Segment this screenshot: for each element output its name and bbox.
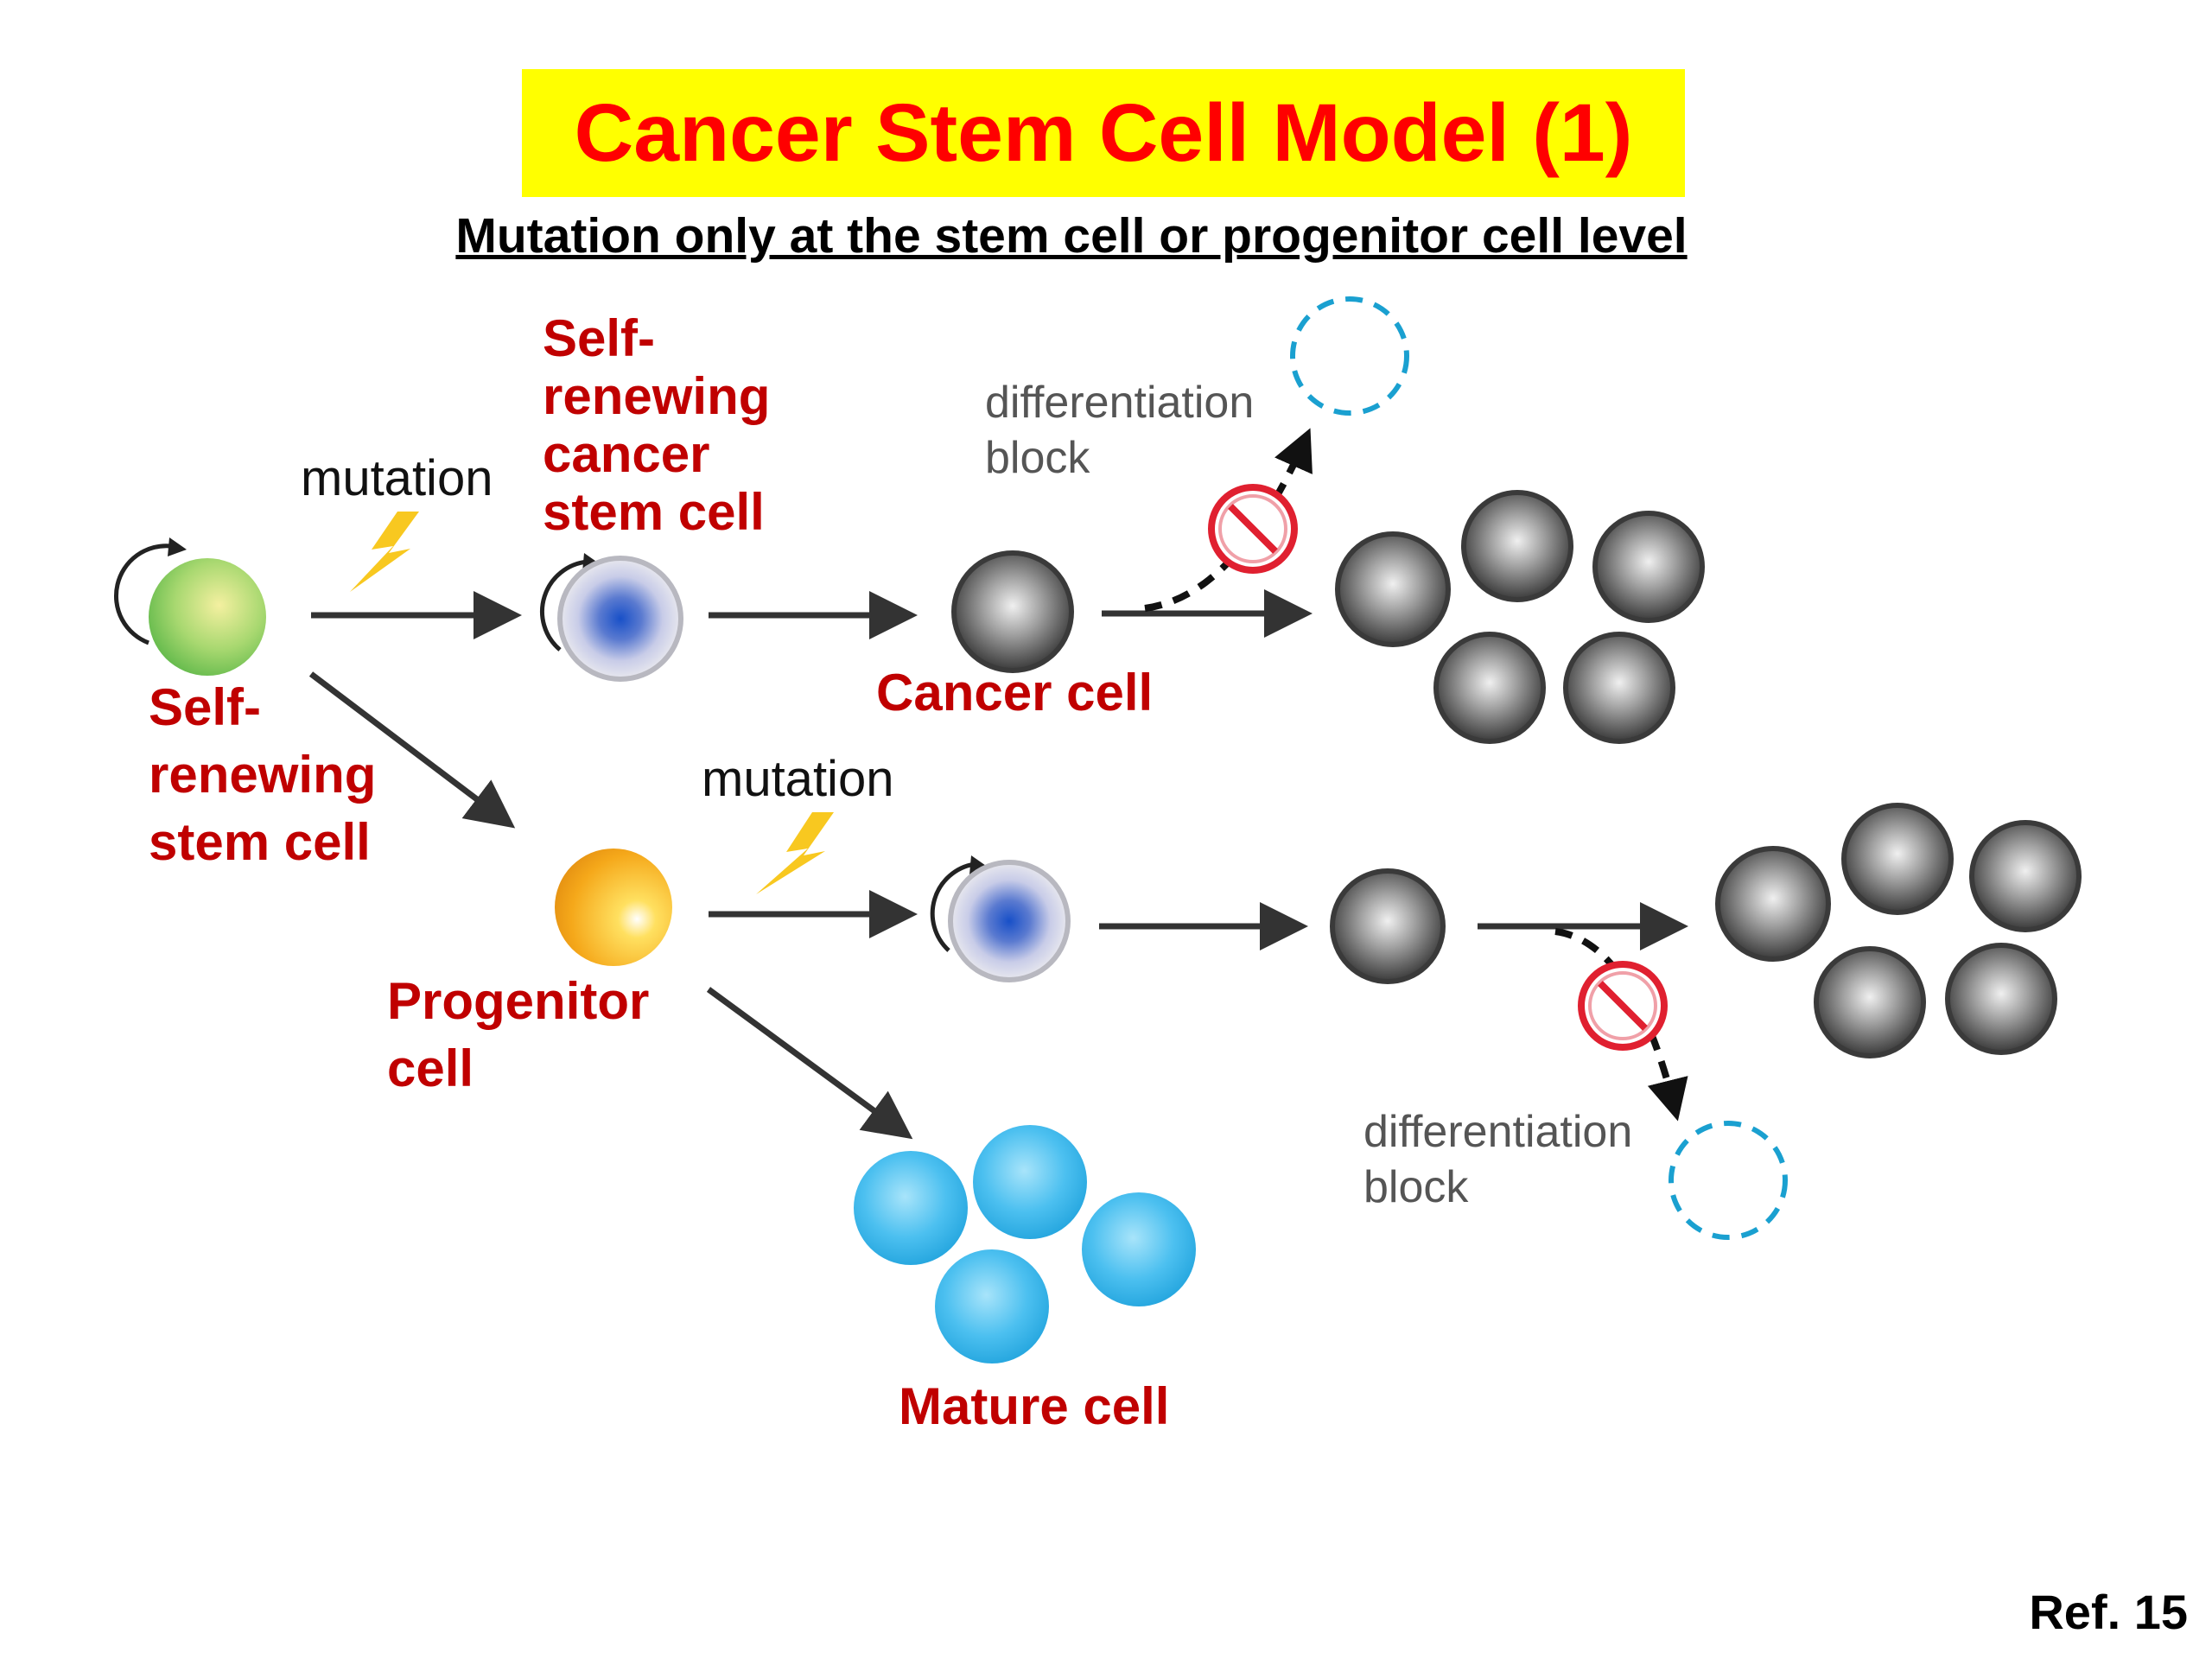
label-line: differentiation — [1363, 1107, 1633, 1157]
label-line: cell — [387, 1039, 474, 1097]
label-line: renewing — [543, 367, 771, 425]
label-mutation-top: mutation — [301, 450, 493, 506]
cancer-cell — [951, 550, 1074, 673]
dashed-circle — [1290, 296, 1409, 416]
label-differentiation-block-top: differentiation block — [985, 375, 1254, 486]
page-title: Cancer Stem Cell Model (1) — [574, 86, 1633, 179]
label-line: block — [985, 433, 1090, 483]
label-line: cancer — [543, 425, 710, 483]
page-subtitle: Mutation only at the stem cell or progen… — [455, 208, 1688, 264]
cancer-cell-cluster — [1335, 490, 1705, 744]
cancer-cell-cluster — [1715, 803, 2082, 1058]
progenitor-cell — [555, 849, 672, 966]
stem-cell — [114, 537, 266, 676]
label-self-renewing-cancer-stem-cell: Self- renewing cancer stem cell — [543, 309, 770, 541]
mature-cell-cluster — [854, 1125, 1196, 1363]
lightning-icon — [756, 812, 834, 894]
dashed-arrow — [1554, 928, 1688, 1122]
label-line: Self- — [543, 309, 656, 367]
title-box: Cancer Stem Cell Model (1) — [522, 69, 1685, 197]
label-mature-cell: Mature cell — [899, 1377, 1170, 1435]
block-sign-icon — [1208, 484, 1298, 574]
label-line: stem cell — [149, 813, 371, 871]
label-line: renewing — [149, 746, 377, 804]
arrow — [308, 671, 516, 829]
arrow — [706, 987, 913, 1140]
label-progenitor-cell: Progenitor cell — [387, 968, 649, 1103]
label-line: Progenitor — [387, 972, 650, 1030]
cancer-cell — [1330, 868, 1446, 984]
cancer-stem-cell — [930, 855, 1071, 982]
label-mutation-bottom: mutation — [702, 751, 894, 807]
label-line: stem cell — [543, 483, 765, 541]
label-self-renewing-stem-cell: Self- renewing stem cell — [149, 674, 376, 876]
label-line: differentiation — [985, 378, 1255, 428]
label-line: block — [1363, 1162, 1469, 1212]
dashed-circle — [1669, 1121, 1788, 1240]
label-line: Self- — [149, 678, 262, 736]
reference: Ref. 15 — [2029, 1585, 2188, 1639]
block-sign-icon — [1578, 961, 1668, 1051]
label-cancer-cell: Cancer cell — [876, 664, 1154, 721]
label-differentiation-block-bottom: differentiation block — [1363, 1104, 1632, 1215]
lightning-icon — [350, 512, 419, 592]
cancer-stem-cell — [539, 553, 683, 682]
